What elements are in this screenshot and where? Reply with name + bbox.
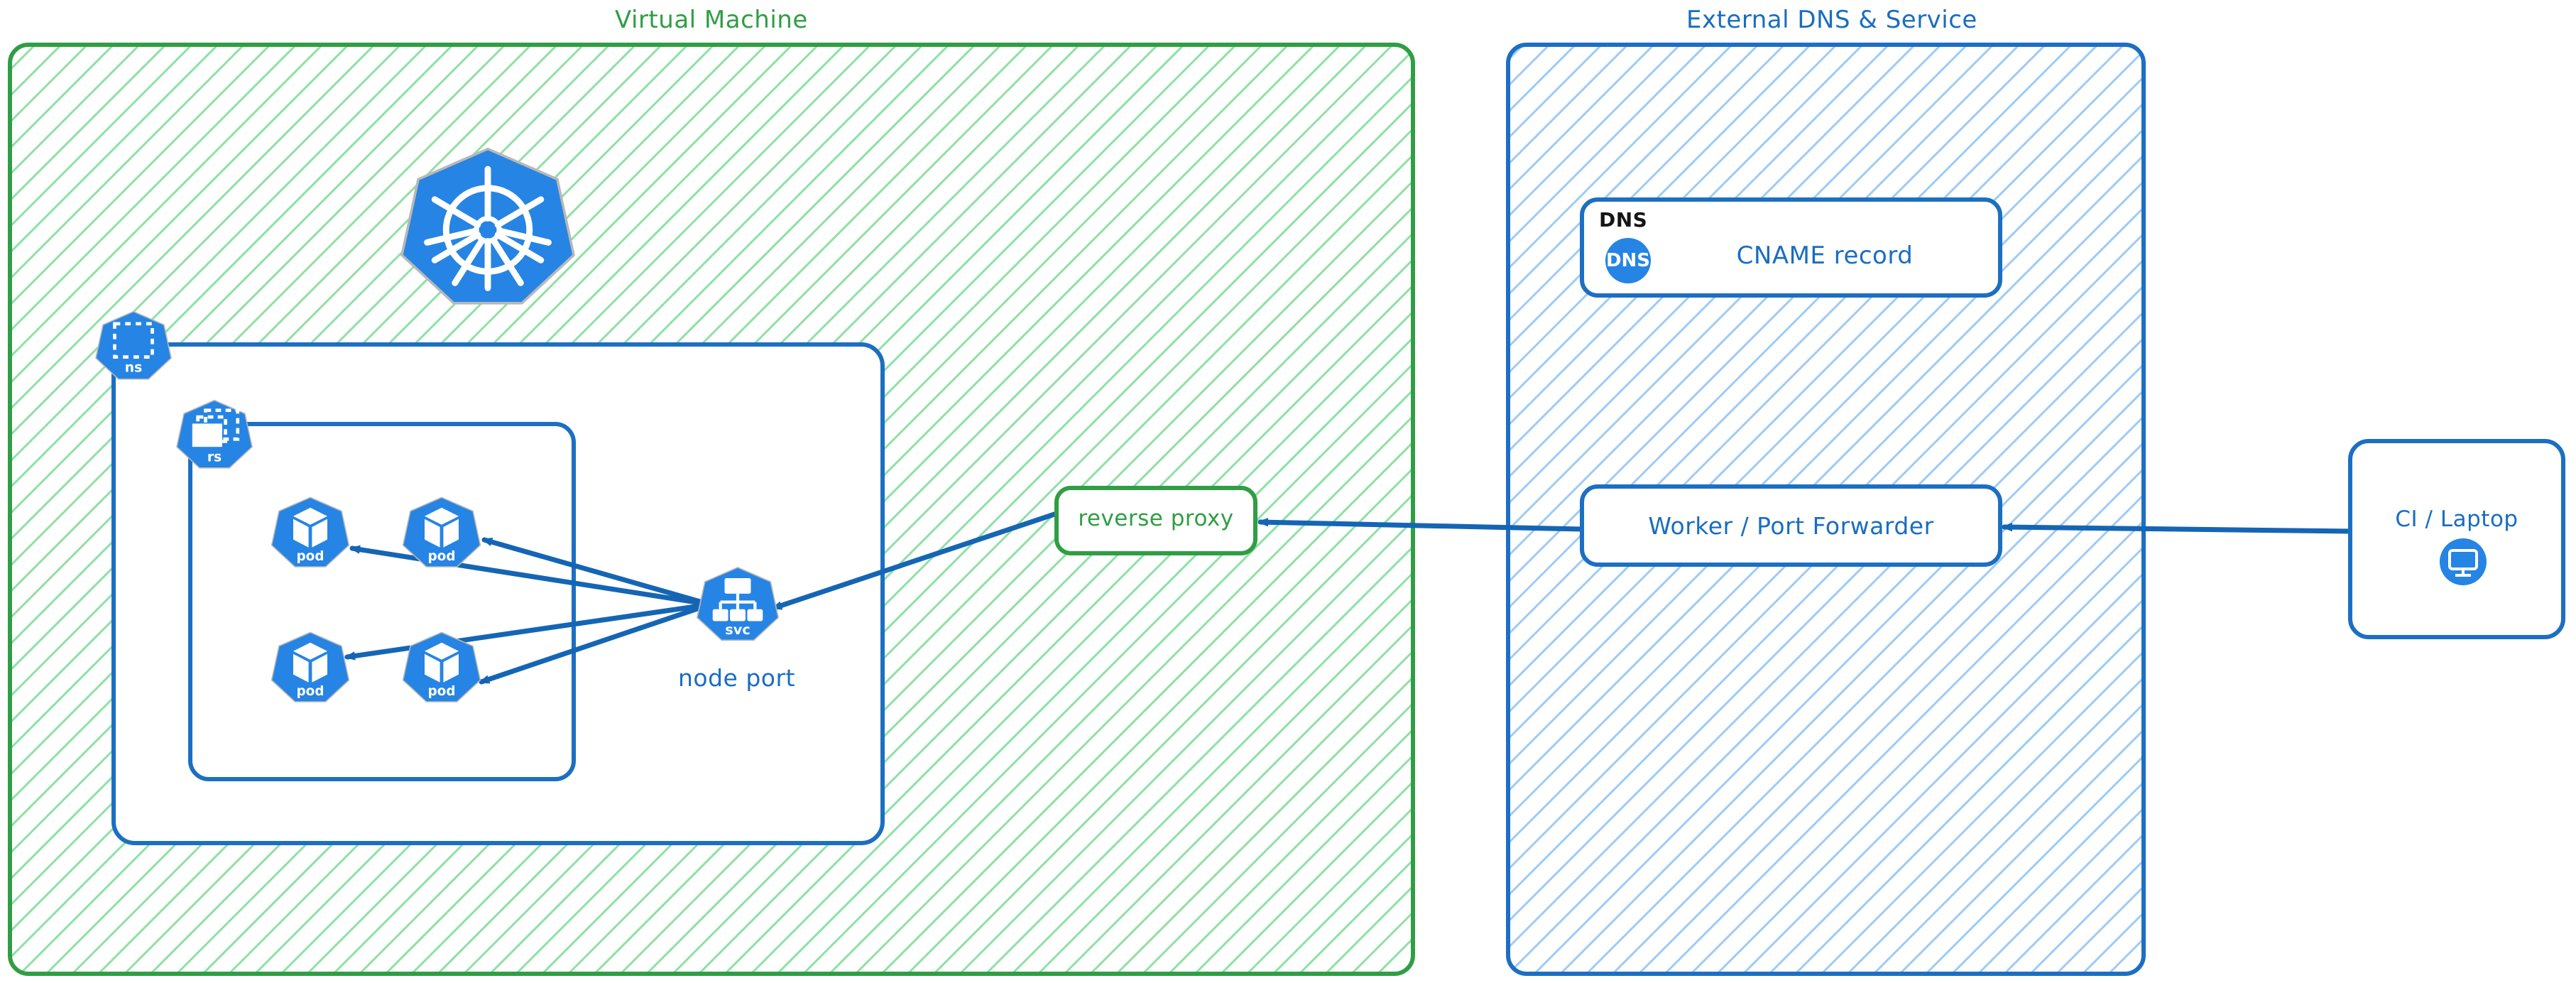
dns-badge-label: DNS [1605,250,1651,271]
namespace-dashed-box-icon [113,322,154,359]
connector-svc-to-pod-top-left [349,548,713,607]
namespace-icon[interactable]: ns [95,310,172,380]
cname-record-label: CNAME record [1736,241,1914,270]
ci-laptop-label: CI / Laptop [2395,506,2518,532]
pod-icon-bottom-left[interactable]: pod [271,631,350,702]
pod-icon-bottom-right[interactable]: pod [402,631,481,702]
external-dns-title: External DNS & Service [1686,6,1977,34]
virtual-machine-title: Virtual Machine [615,6,808,34]
ci-laptop-card[interactable] [2348,439,2565,639]
service-icon-label: svc [725,621,751,638]
pod-icon-top-left[interactable]: pod [271,496,350,567]
connector-worker-to-reverse-proxy [1257,522,1585,532]
desktop-monitor-icon [2440,538,2487,585]
kubernetes-logo [400,147,575,305]
worker-port-forwarder-label: Worker / Port Forwarder [1648,512,1934,540]
connector-reverse-proxy-to-svc [771,511,1059,611]
reverse-proxy-label: reverse proxy [1078,506,1234,531]
pod-icon-label: pod [297,549,324,564]
pod-icon-top-right[interactable]: pod [402,496,481,567]
dns-badge-icon [1605,238,1651,283]
replicaset-icon-label: rs [207,450,222,465]
dns-card[interactable] [1580,197,2002,298]
replicaset-icon[interactable]: rs [176,399,253,469]
worker-card[interactable] [1580,484,2002,567]
replicaset-container[interactable] [188,422,576,781]
connector-svc-to-pod-bottom-right [479,602,713,685]
node-port-caption: node port [678,664,795,692]
pod-icon-label: pod [428,684,456,699]
service-icon[interactable]: svc [696,567,780,641]
connector-svc-to-pod-bottom-left [344,602,713,657]
connector-layer [344,511,2353,685]
namespace-icon-label: ns [125,361,142,376]
pod-icon-label: pod [297,684,324,699]
connector-ci-laptop-to-worker [2002,527,2353,534]
dns-card-header: DNS [1599,208,1648,232]
connector-svc-to-pod-top-right [481,537,713,607]
pod-icon-label: pod [428,549,456,564]
reverse-proxy-box[interactable] [1054,486,1257,555]
